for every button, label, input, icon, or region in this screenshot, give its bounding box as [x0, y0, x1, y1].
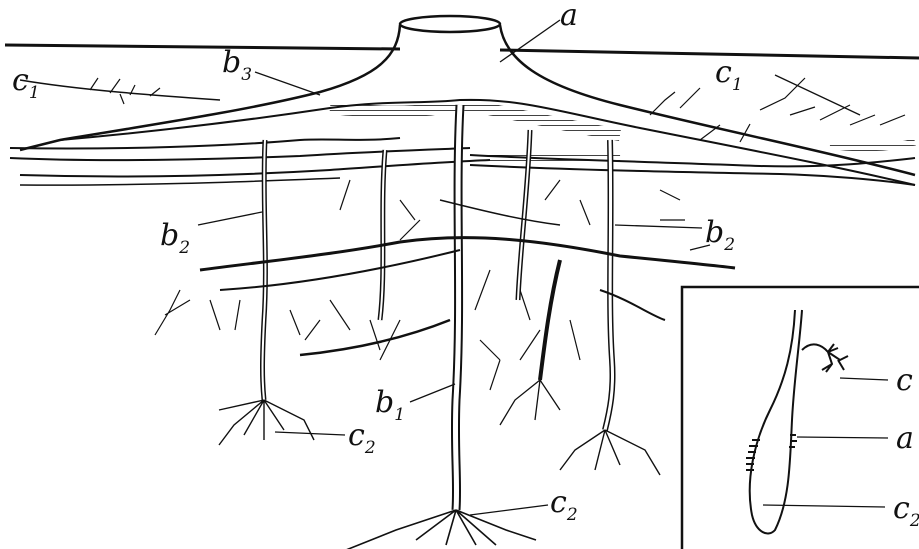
- inset-label-c: c: [896, 363, 913, 398]
- inset-panel: c a c2: [682, 287, 919, 549]
- label-c1-right: c1: [715, 55, 743, 95]
- label-b2-left: b2: [160, 218, 190, 258]
- sinker-roots: [263, 105, 613, 510]
- lateral-roots: [155, 180, 735, 390]
- label-a: a: [560, 0, 578, 33]
- label-b3: b3: [222, 45, 252, 85]
- root-tip-clusters: [219, 380, 660, 549]
- inset-label-c2: c2: [893, 491, 919, 531]
- label-b2-right: b2: [705, 215, 735, 255]
- leader-lines: [198, 20, 860, 515]
- label-b1: b1: [375, 385, 405, 425]
- inset-label-a: a: [896, 421, 914, 456]
- label-c1-left: c1: [12, 63, 40, 103]
- label-c2-left: c2: [348, 418, 376, 458]
- label-c2-bottom: c2: [550, 485, 578, 525]
- ground-line: [5, 45, 919, 58]
